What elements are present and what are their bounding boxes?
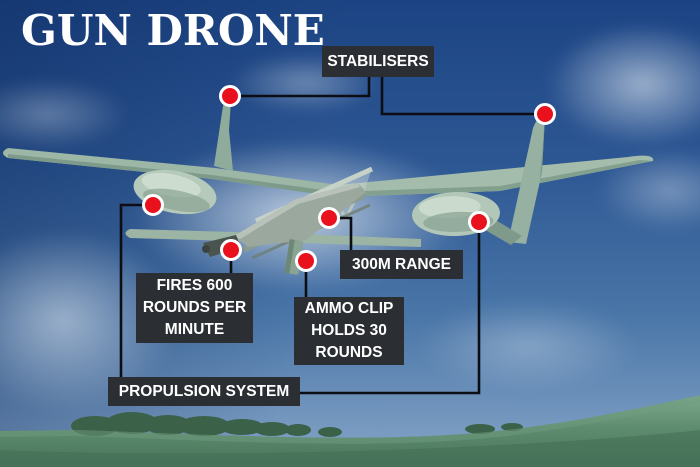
stabiliser-right-marker [534,103,556,125]
cloud [545,22,700,147]
cloud [0,78,130,150]
callout-range-label: 300M RANGE [351,255,452,273]
stabiliser-left-marker [219,85,241,107]
drone-left-engine-pod [133,169,217,215]
callout-fire-rate: FIRES 600 ROUNDS PER MINUTE [136,273,253,343]
callout-range: 300M RANGE [340,250,463,279]
callout-ammo-clip-label: AMMO CLIP HOLDS 30 ROUNDS [304,300,394,361]
range-marker [318,207,340,229]
ammo-clip-marker [295,250,317,272]
connector-propulsion-right [300,223,481,395]
connector-stabiliser-left [230,77,371,98]
drone-left-stabiliser [214,100,233,171]
cloud [415,298,640,393]
propulsion-left-engine-marker [142,194,164,216]
drone-mount-plate [234,183,366,247]
page-title: GUN DRONE [21,6,325,55]
drone-right-wing [338,155,654,197]
drone-illustration [3,100,654,275]
drone-right-stabiliser [508,115,545,244]
callout-fire-rate-label: FIRES 600 ROUNDS PER MINUTE [142,277,247,338]
connector-stabiliser-right [380,77,545,116]
callout-ammo-clip: AMMO CLIP HOLDS 30 ROUNDS [294,297,404,365]
gun-marker [220,239,242,261]
field-landscape [0,395,700,467]
callout-stabilisers-label: STABILISERS [327,52,429,70]
callout-propulsion: PROPULSION SYSTEM [108,377,300,406]
propulsion-right-engine-marker [468,211,490,233]
connector-propulsion-left [119,203,152,378]
callout-propulsion-label: PROPULSION SYSTEM [118,382,290,400]
callout-stabilisers: STABILISERS [322,46,434,77]
